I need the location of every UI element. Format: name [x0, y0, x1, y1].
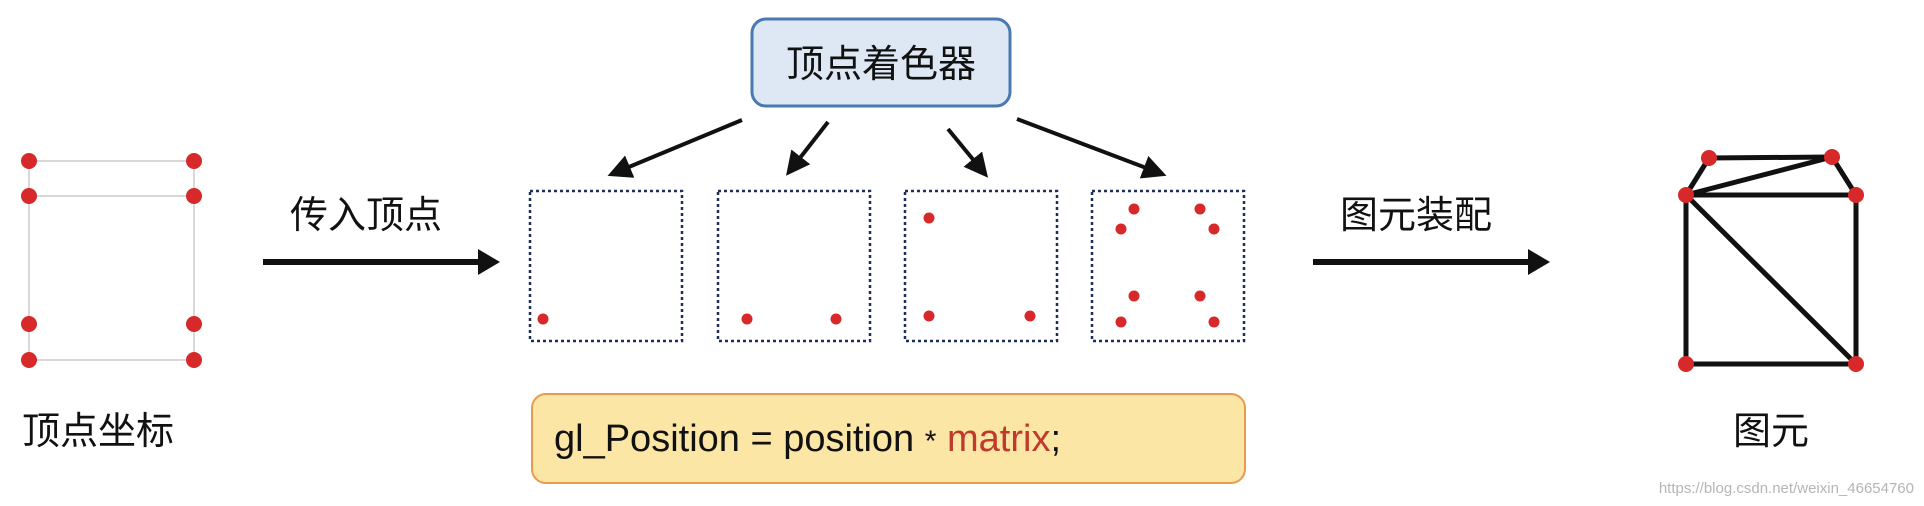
vertex-shader-label: 顶点着色器	[786, 42, 976, 86]
vertex-dot	[21, 316, 37, 332]
code-highlight: matrix	[947, 418, 1050, 460]
processed-dot	[1128, 290, 1140, 302]
primitive-assembly-arrow-group: 图元装配	[1313, 193, 1550, 275]
processing-box-2	[716, 189, 872, 343]
vertex-coords-label: 顶点坐标	[22, 409, 174, 453]
shader-arrow-3	[946, 127, 989, 178]
pass-vertices-arrow-group: 传入顶点	[263, 193, 500, 275]
processed-dot	[1115, 223, 1127, 235]
code-part-2	[936, 418, 947, 460]
primitive-edge	[1684, 193, 1858, 366]
primitive-assembly-arrowhead	[1528, 249, 1550, 275]
code-group: gl_Position = position * matrix;	[531, 393, 1246, 484]
pass-vertices-arrowhead	[478, 249, 500, 275]
vertex-dot	[186, 316, 202, 332]
primitive-vertex	[1678, 187, 1694, 203]
processed-dot	[1115, 316, 1127, 328]
shader-arrows	[607, 117, 1167, 179]
processed-dot	[1024, 310, 1036, 322]
code-end: ;	[1050, 418, 1061, 460]
processing-box-4	[1090, 189, 1246, 343]
vertex-outline-top	[28, 160, 195, 197]
primitive-edge	[1685, 154, 1833, 198]
shader-arrow-2	[786, 120, 830, 176]
vertex-dot	[21, 352, 37, 368]
processing-box-1	[528, 189, 684, 343]
vertex-shader-group: 顶点着色器	[750, 17, 1012, 108]
vertex-dot	[186, 188, 202, 204]
processed-dot	[830, 313, 842, 325]
processing-boxes	[528, 189, 1246, 343]
primitive-assembly-label: 图元装配	[1340, 193, 1492, 237]
vertex-coords-group: 顶点坐标	[21, 153, 202, 453]
primitive-edge	[1708, 154, 1833, 161]
vertex-dot	[21, 153, 37, 169]
primitive-vertex	[1848, 356, 1864, 372]
processed-dot	[923, 310, 935, 322]
primitive-vertex	[1824, 149, 1840, 165]
processed-dot	[537, 313, 549, 325]
code-part-1: gl_Position = position	[554, 418, 925, 460]
primitive-label: 图元	[1733, 409, 1809, 453]
pass-vertices-label: 传入顶点	[290, 193, 442, 237]
vertex-dot	[186, 352, 202, 368]
primitive-vertex	[1678, 356, 1694, 372]
vertex-outline-bottom	[28, 195, 195, 361]
processed-dot	[923, 212, 935, 224]
processed-dot	[741, 313, 753, 325]
processed-dot	[1208, 223, 1220, 235]
processed-dot	[1208, 316, 1220, 328]
vertex-dot	[186, 153, 202, 169]
processing-box-3	[903, 189, 1059, 343]
code-operator: *	[925, 425, 937, 458]
processed-dot	[1194, 290, 1206, 302]
processed-dot	[1128, 203, 1140, 215]
shader-arrow-4	[1016, 117, 1167, 179]
vertex-dot	[21, 188, 37, 204]
primitive-group: 图元	[1678, 149, 1864, 453]
primitive-vertex	[1848, 187, 1864, 203]
shader-arrow-1	[607, 118, 743, 178]
code-box	[531, 393, 1246, 484]
watermark: https://blog.csdn.net/weixin_46654760	[1659, 480, 1914, 497]
processed-dot	[1194, 203, 1206, 215]
primitive-vertex	[1701, 150, 1717, 166]
code-line: gl_Position = position * matrix;	[554, 418, 1061, 460]
vertex-shader-box	[750, 17, 1012, 108]
